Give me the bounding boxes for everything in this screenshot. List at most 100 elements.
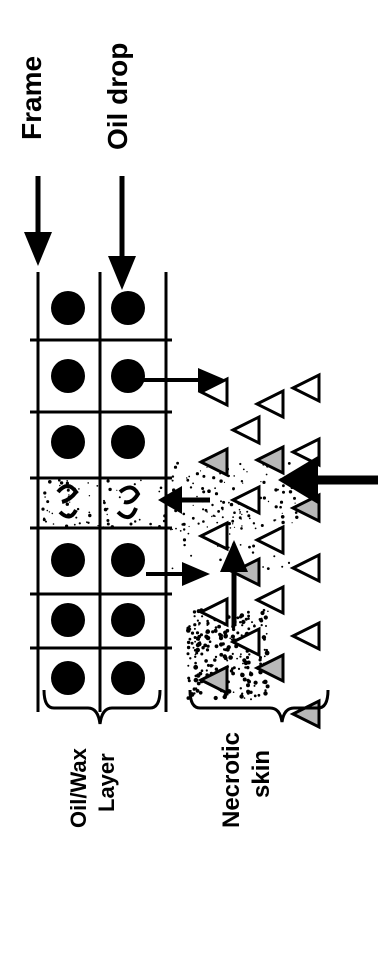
stipple-dot [196,631,199,634]
stipple-dot [96,485,98,487]
stipple-dot [242,658,246,662]
stipple-dot [215,492,218,495]
stipple-dot [79,522,81,524]
stipple-dot [233,635,235,637]
stipple-dot [194,662,197,665]
oil-drop [111,359,145,393]
stipple-dot [208,665,210,667]
stipple-dot [183,538,186,541]
stipple-dot [198,622,201,625]
stipple-dot [251,621,253,623]
stipple-dot [274,488,277,491]
stipple-dot [187,652,190,655]
stipple-dot [246,666,249,669]
stipple-dot [259,658,262,661]
stipple-dot [247,661,251,665]
stipple-dot [260,611,264,615]
stipple-dot [262,635,266,639]
stipple-dot [226,634,228,636]
stipple-dot [295,516,298,519]
stipple-dot [255,528,257,530]
oil-drop [51,359,85,393]
stipple-dot [281,521,284,524]
stipple-dot [241,525,242,526]
broken-oil-drop [118,508,136,517]
stipple-dot [89,495,90,496]
stipple-dot [206,636,211,641]
oil-drop [111,543,145,577]
stipple-dot [240,544,242,546]
stipple-dot [183,513,186,516]
stipple-dot [175,528,177,530]
stipple-dot [47,510,49,512]
stipple-dot [192,517,195,520]
stipple-dot [258,694,261,697]
stipple-dot [107,523,110,526]
oil-drop [51,543,85,577]
stipple-dot [210,664,213,667]
stipple-dot [207,526,208,527]
stipple-dot [220,500,222,502]
stipple-dot [253,625,256,628]
stipple-dot [209,640,212,643]
stipple-dot [198,523,200,525]
necrotic-skin-label-line2: skin [250,750,274,798]
stipple-dot [240,518,242,520]
stipple-dot [273,555,275,557]
stipple-dot [212,476,215,479]
stipple-dot [229,638,231,640]
stipple-dot [264,655,266,657]
stipple-dot [65,525,68,528]
stipple-dot [228,502,230,504]
stipple-dot [214,487,216,489]
stipple-dot [207,489,211,493]
stipple-dot [107,479,110,482]
stipple-dot [130,523,133,526]
stipple-dot [108,488,111,491]
stipple-dot [238,668,240,670]
stipple-dot [205,631,208,634]
stipple-dot [215,644,219,648]
stipple-dot [58,490,60,492]
stipple-dot [103,500,105,502]
stipple-dot [196,472,199,475]
stipple-dot [281,515,285,519]
stipple-dot [189,638,192,641]
stipple-dot [260,481,261,482]
stipple-dot [236,631,239,634]
stipple-dot [194,678,199,683]
oil-drop-arrow [108,176,136,290]
stipple-dot [188,533,190,535]
broken-oil-drop [120,487,138,502]
stipple-dot [282,491,285,494]
stipple-dot [194,636,197,639]
stipple-dot [230,527,232,529]
skin-cell-triangle [201,667,227,693]
stipple-dot [205,644,207,646]
stipple-dot [53,523,55,525]
stipple-dot [219,642,223,646]
stipple-dot [189,628,191,630]
broken-oil-drops [58,486,138,517]
stipple-dot [214,515,216,517]
stipple-dot [149,523,152,526]
stipple-dot [288,462,291,465]
stipple-dot [165,484,167,486]
stipple-dot [68,494,69,495]
stipple-dot [267,567,270,570]
stipple-dot [75,517,77,519]
stipple-dot [161,526,163,528]
stipple-dot [231,520,234,523]
oil-drops [51,291,145,695]
stipple-dot [280,501,283,504]
oil-drop [51,425,85,459]
stipple-dot [206,669,208,671]
stipple-dot [174,466,177,469]
stipple-dot [134,520,136,522]
stipple-dot [239,694,243,698]
stipple-dot [188,476,190,478]
stipple-dot [234,527,235,528]
stipple-dot [216,522,218,524]
stipple-dot [288,562,290,564]
stipple-dot [250,698,252,700]
